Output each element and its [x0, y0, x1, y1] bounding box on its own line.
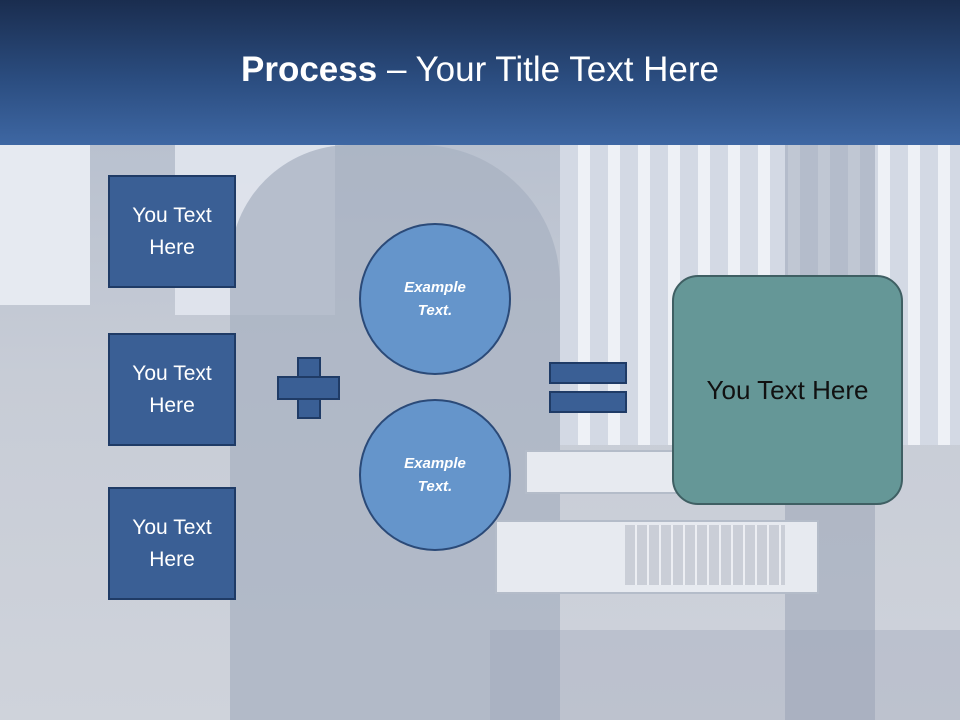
slide-title: Process – Your Title Text Here — [0, 50, 960, 90]
step-box-2-label: You Text Here — [132, 361, 212, 417]
plus-horizontal — [277, 376, 340, 400]
step-box-1: You Text Here — [108, 175, 236, 288]
example-circle-1: Example Text. — [359, 223, 511, 375]
title-bold: Process — [241, 50, 378, 89]
title-rest: – Your Title Text Here — [377, 50, 719, 89]
example-circle-2-label: Example Text. — [404, 455, 466, 495]
title-bar: Process – Your Title Text Here — [0, 0, 960, 145]
desk — [490, 630, 960, 720]
equals-bar-top — [549, 362, 627, 384]
step-box-1-label: You Text Here — [132, 203, 212, 259]
equals-bar-bottom — [549, 391, 627, 413]
result-box-label: You Text Here — [706, 374, 869, 405]
step-box-2: You Text Here — [108, 333, 236, 446]
step-box-3: You Text Here — [108, 487, 236, 600]
window-left — [0, 145, 90, 305]
result-box: You Text Here — [672, 275, 903, 505]
laptop-keyboard — [625, 525, 785, 585]
example-circle-1-label: Example Text. — [404, 279, 466, 319]
example-circle-2: Example Text. — [359, 399, 511, 551]
step-box-3-label: You Text Here — [132, 515, 212, 571]
